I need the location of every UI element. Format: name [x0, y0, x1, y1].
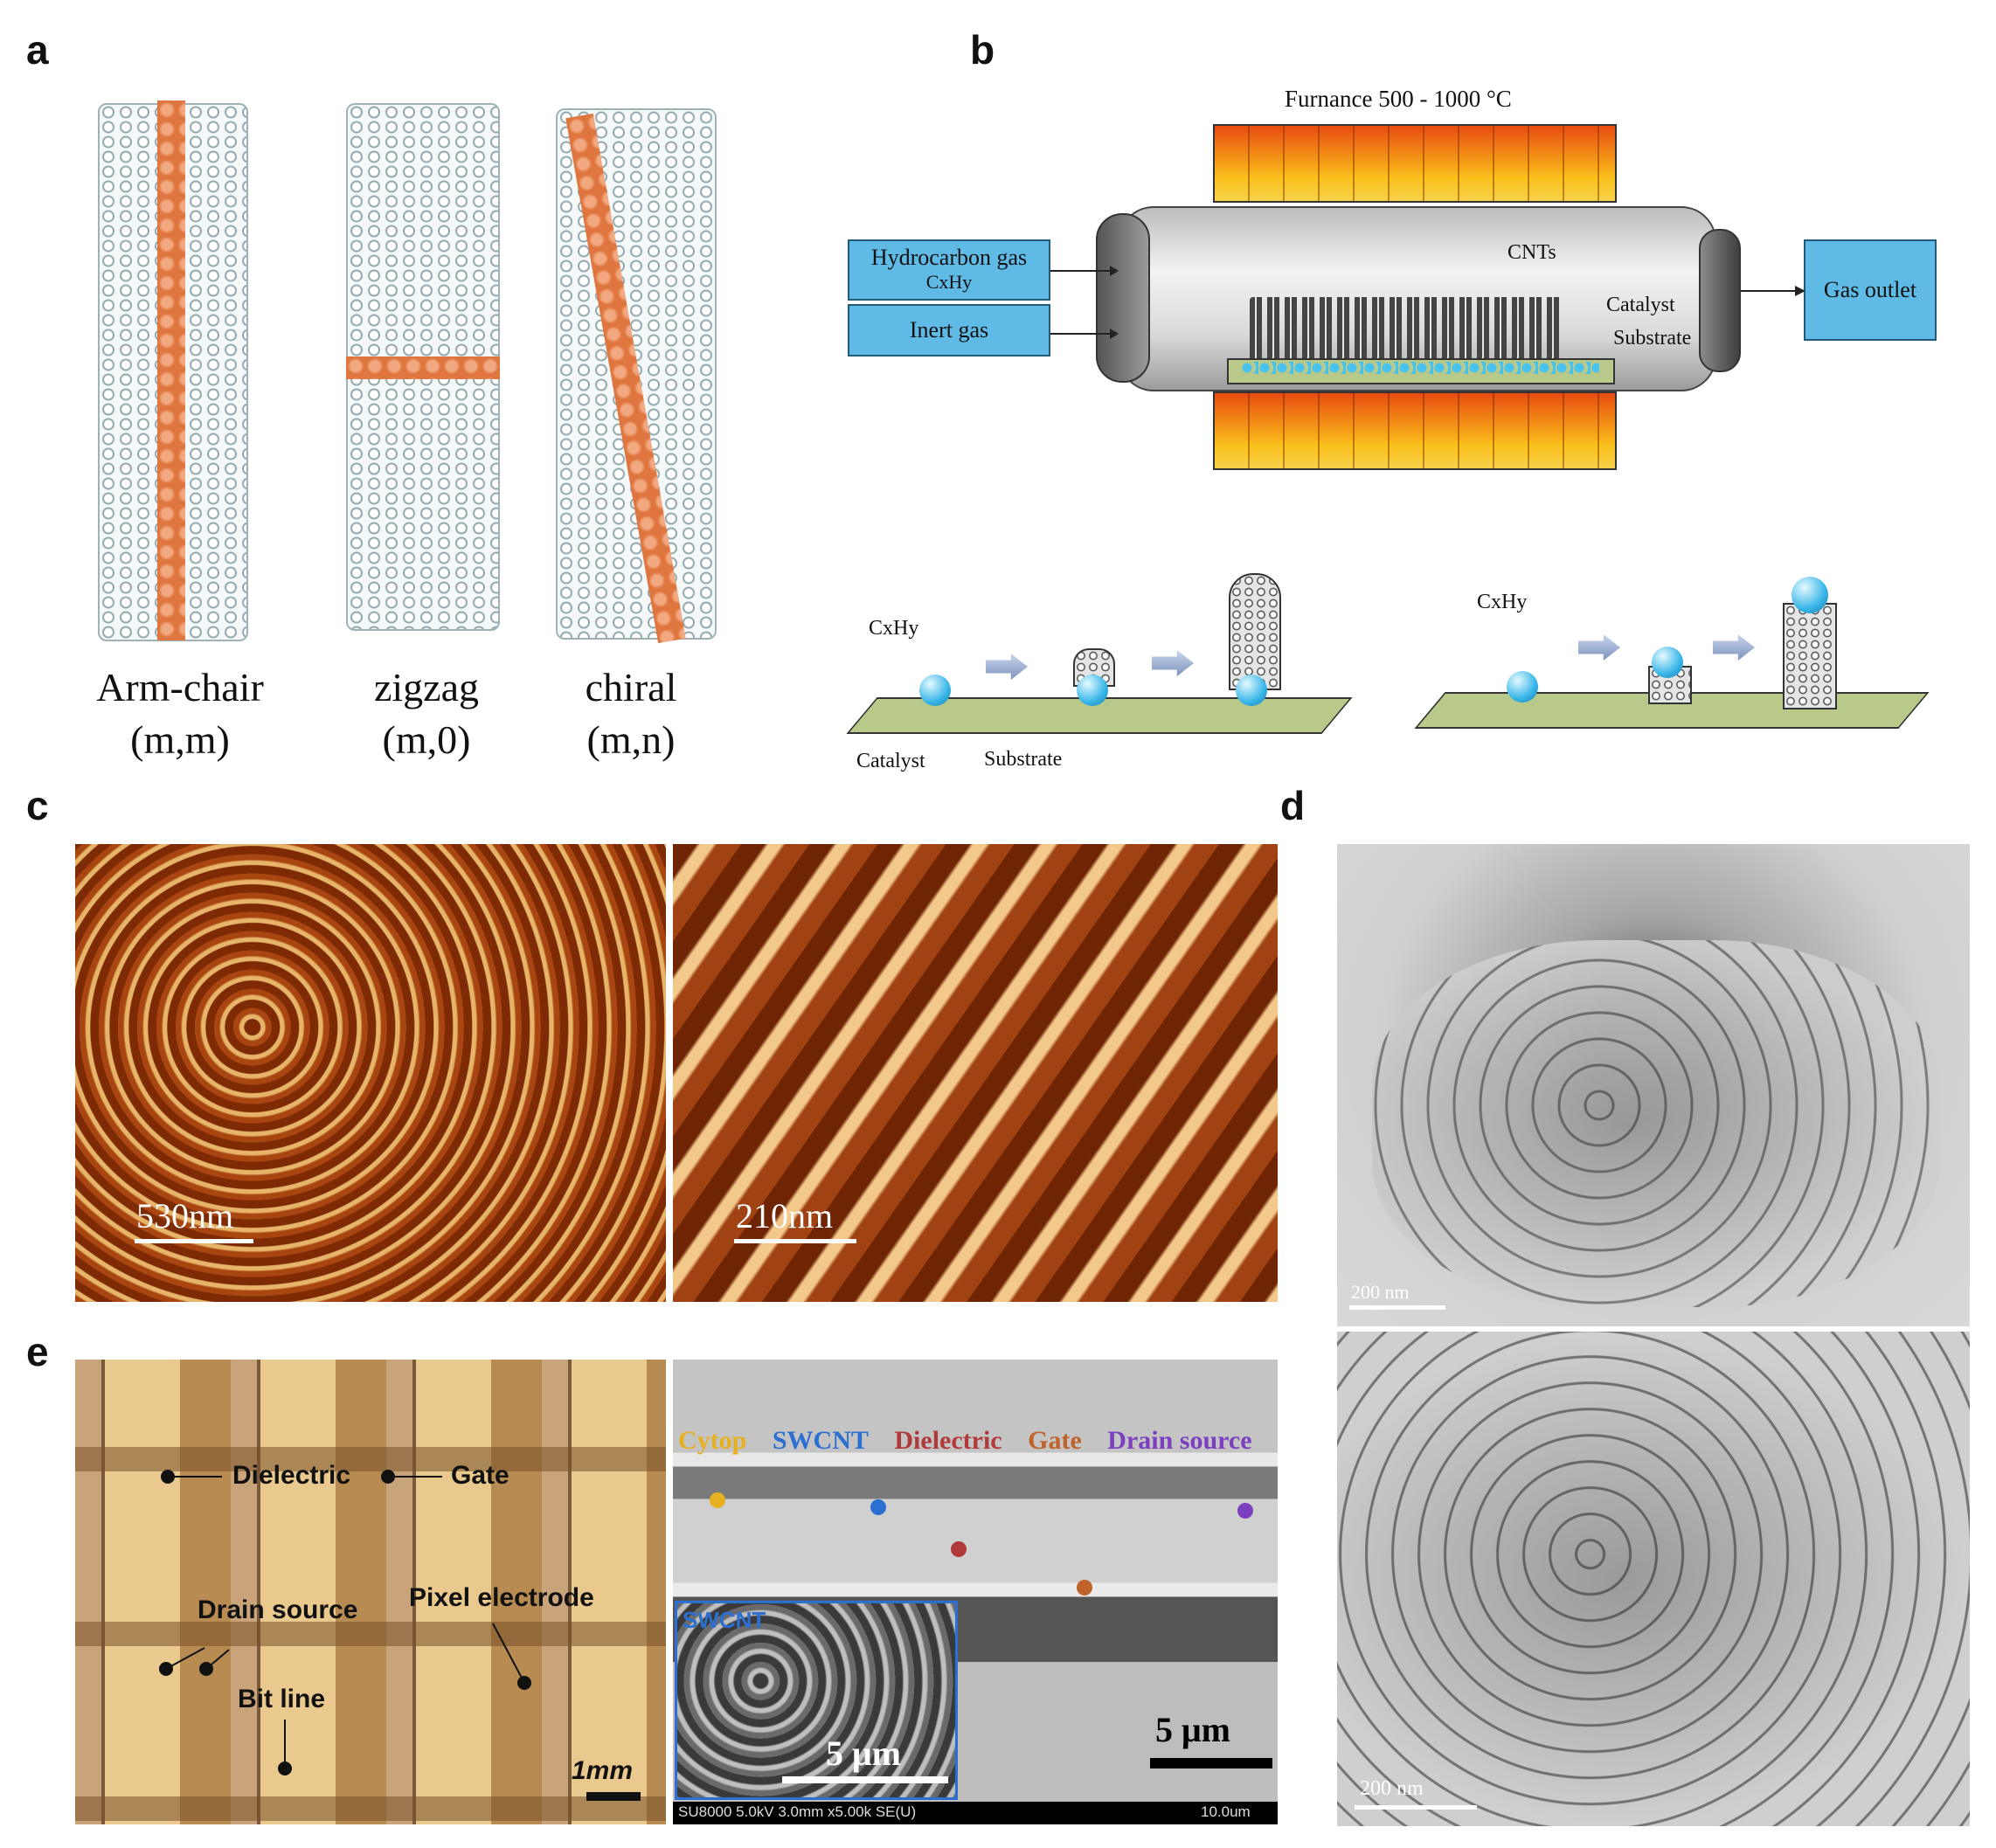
- bit-line-label: Bit line: [238, 1685, 326, 1713]
- inlet-arrows: [1050, 266, 1119, 339]
- outlet-arrow: [1741, 286, 1805, 296]
- legend-drain-source: Drain source: [1107, 1426, 1252, 1455]
- growth-cxhy-label: CxHy: [869, 617, 919, 640]
- gate-line: [75, 1796, 666, 1821]
- sem-footer: SU8000 5.0kV 3.0mm x5.00k SE(U) 10.0um: [673, 1802, 1278, 1824]
- hydrocarbon-gas-label: Hydrocarbon gas: [870, 245, 1028, 270]
- sem-cross-section: SWCNT 5 μm 5 μm SU8000 5.0kV 3.0mm x5.00…: [673, 1360, 1278, 1824]
- legend-swcnt: SWCNT: [772, 1426, 869, 1455]
- optical-scale-label: 1mm: [572, 1756, 634, 1785]
- tem-image-top: 200 nm: [1337, 844, 1970, 1326]
- drain-source-marker: [1237, 1503, 1253, 1519]
- reactor-left-cap: [1096, 213, 1150, 383]
- scale-bar: [1349, 1305, 1445, 1310]
- inert-gas-label: Inert gas: [909, 317, 989, 343]
- catalyst-bead: [1077, 675, 1108, 706]
- inset-scale-label: 5 μm: [826, 1734, 901, 1773]
- growth-substrate-label: Substrate: [984, 748, 1063, 771]
- dielectric-marker: [951, 1541, 967, 1557]
- legend-dielectric: Dielectric: [894, 1426, 1002, 1455]
- panel-label-b: b: [970, 27, 995, 73]
- zigzag-index: (m,0): [382, 717, 471, 762]
- gas-outlet-box: Gas outlet: [1804, 239, 1937, 341]
- gate-line: [75, 1447, 666, 1471]
- dielectric-label: Dielectric: [232, 1461, 351, 1490]
- gate-label: Gate: [451, 1461, 509, 1490]
- scale-label: 210nm: [736, 1196, 834, 1235]
- gate-line: [75, 1622, 666, 1646]
- scale-label: 200 nm: [1360, 1777, 1424, 1800]
- grown-cnt: [1783, 603, 1837, 709]
- catalyst-bead: [919, 675, 951, 706]
- sem-legend: Cytop SWCNT Dielectric Gate Drain source: [678, 1426, 1252, 1456]
- cytop-marker: [710, 1492, 725, 1508]
- furnace-heater-bottom: [1213, 391, 1617, 470]
- growth-cxhy-label: CxHy: [1477, 591, 1528, 613]
- panel-label-c: c: [26, 783, 49, 828]
- gas-outlet-label: Gas outlet: [1823, 277, 1917, 302]
- catalyst-particles: [1241, 362, 1599, 374]
- scale-bar: [135, 1239, 253, 1243]
- optical-micrograph: [75, 1360, 666, 1824]
- catalyst-label: Catalyst: [1606, 294, 1675, 316]
- cnt-bundle: [1372, 940, 1940, 1307]
- scale-bar: [734, 1239, 856, 1243]
- reactor-right-cap: [1699, 229, 1741, 372]
- scale-label: 200 nm: [1351, 1281, 1410, 1303]
- catalyst-bead: [1507, 671, 1538, 703]
- catalyst-bead: [1652, 647, 1683, 678]
- sem-footer-scale: 10.0um: [1201, 1803, 1251, 1820]
- panel-label-a: a: [26, 27, 49, 73]
- drain-source-label: Drain source: [198, 1595, 358, 1624]
- scale-label: 530nm: [136, 1196, 234, 1235]
- cnts-label: CNTs: [1507, 241, 1556, 264]
- catalyst-bead: [1236, 675, 1267, 706]
- cnt-array: [1250, 297, 1564, 360]
- furnace-heater-top: [1213, 124, 1617, 203]
- growth-catalyst-label: Catalyst: [856, 750, 925, 772]
- armchair-label: Arm-chair: [96, 665, 264, 709]
- inset-scale-bar: [782, 1776, 948, 1783]
- sem-scale-bar: [1150, 1758, 1272, 1768]
- growth-arrow: [986, 654, 1028, 680]
- optical-annotations: [159, 1470, 641, 1801]
- sem-footer-text: SU8000 5.0kV 3.0mm x5.00k SE(U): [678, 1803, 917, 1820]
- legend-cytop: Cytop: [678, 1426, 747, 1455]
- panel-label-e: e: [26, 1329, 49, 1374]
- growth-arrow: [1578, 634, 1620, 661]
- growth-arrow: [1152, 650, 1194, 676]
- chiral-index: (m,n): [586, 717, 676, 762]
- swcnt-inset: SWCNT 5 μm: [675, 1601, 958, 1800]
- substrate-label: Substrate: [1613, 327, 1692, 350]
- sem-scale-label: 5 μm: [1155, 1710, 1230, 1749]
- grown-cnt: [1229, 573, 1281, 690]
- furnace-label: Furnance 500 - 1000 °C: [1285, 86, 1512, 112]
- chiral-label: chiral: [585, 665, 677, 709]
- pixel-electrode-label: Pixel electrode: [409, 1583, 594, 1612]
- zigzag-label: zigzag: [373, 665, 480, 709]
- afm-image-right: 210nm: [673, 844, 1278, 1302]
- armchair-index: (m,m): [130, 717, 230, 762]
- scale-bar: [1355, 1805, 1477, 1810]
- armchair-band: [157, 100, 185, 640]
- zigzag-band: [346, 356, 500, 379]
- hydrocarbon-gas-box: Hydrocarbon gas CxHy: [848, 239, 1050, 301]
- afm-image-left: 530nm: [75, 844, 666, 1302]
- inert-gas-box: Inert gas: [848, 304, 1050, 356]
- legend-gate: Gate: [1028, 1426, 1082, 1455]
- catalyst-bead: [1792, 577, 1828, 613]
- gate-marker: [1077, 1580, 1092, 1595]
- swcnt-marker: [870, 1499, 886, 1515]
- hydrocarbon-formula: CxHy: [925, 271, 973, 293]
- tem-image-bottom: 200 nm: [1337, 1332, 1970, 1826]
- inset-label: SWCNT: [683, 1607, 766, 1633]
- growth-arrow: [1713, 634, 1755, 661]
- panel-label-d: d: [1280, 783, 1306, 828]
